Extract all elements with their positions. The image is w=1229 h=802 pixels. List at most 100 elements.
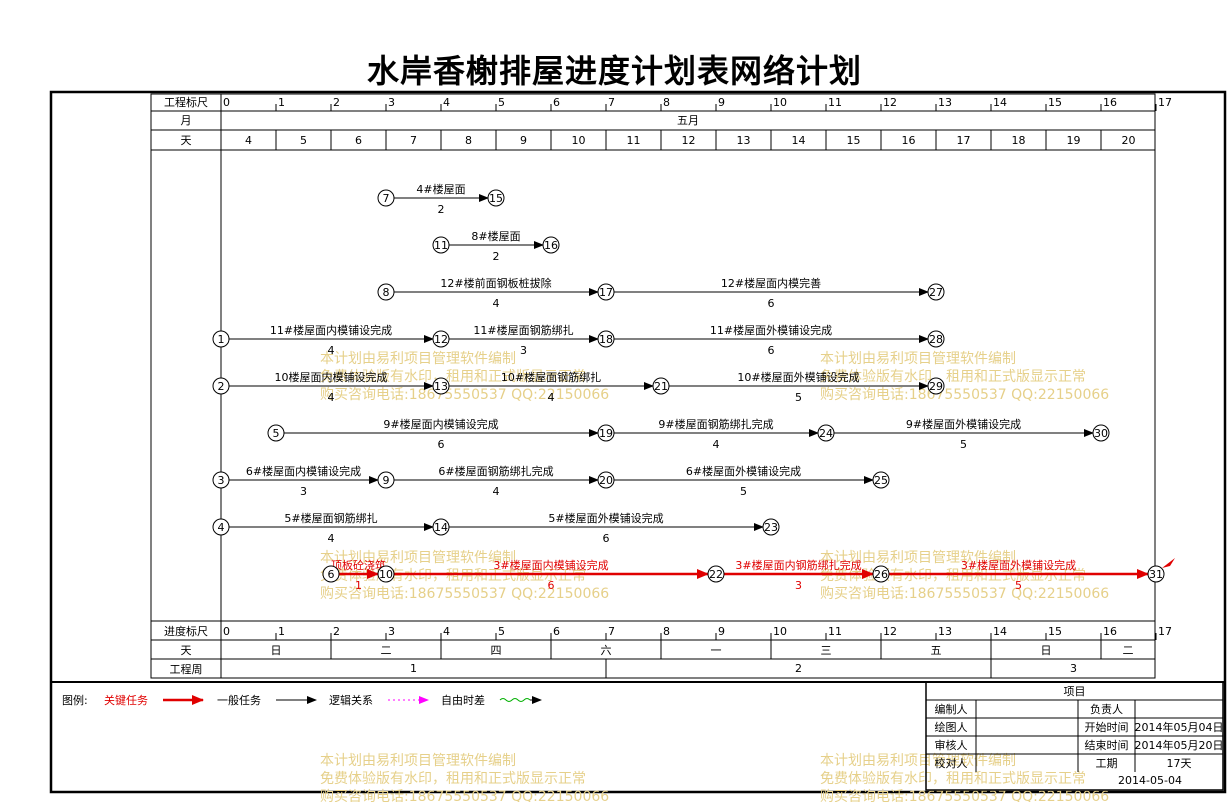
task-duration: 5 bbox=[740, 485, 747, 498]
finish-flag-icon bbox=[1162, 558, 1175, 568]
event-node[interactable] bbox=[1092, 424, 1110, 442]
scale-tick-label: 12 bbox=[883, 96, 897, 109]
event-node-number: 28 bbox=[929, 333, 943, 346]
task-duration: 4 bbox=[493, 297, 500, 310]
event-node[interactable] bbox=[927, 330, 945, 348]
event-node[interactable] bbox=[212, 330, 230, 348]
event-node[interactable] bbox=[212, 377, 230, 395]
info-label: 校对人 bbox=[935, 756, 968, 770]
scale-tick-label: 5 bbox=[498, 96, 505, 109]
task-layer: 4#楼屋面28#楼屋面212#楼前面钢板桩拔除412#楼屋面内模完善611#楼屋… bbox=[229, 182, 1149, 592]
event-node-number: 18 bbox=[599, 333, 613, 346]
event-node[interactable] bbox=[377, 471, 395, 489]
day-label: 14 bbox=[792, 134, 806, 147]
info-label: 负责人 bbox=[1090, 702, 1123, 716]
task-duration: 4 bbox=[328, 344, 335, 357]
event-node[interactable] bbox=[377, 283, 395, 301]
task-duration: 6 bbox=[768, 297, 775, 310]
legend: 图例:关键任务一般任务逻辑关系自由时差 bbox=[62, 693, 542, 707]
task-name: 10#楼屋面外模铺设完成 bbox=[737, 370, 859, 384]
watermark-text: 购买咨询电话:18675550537 QQ:22150066 bbox=[820, 387, 1109, 403]
weekday-label: 五 bbox=[931, 644, 942, 657]
event-node[interactable] bbox=[652, 377, 670, 395]
task-duration: 3 bbox=[520, 344, 527, 357]
footer-row-label: 进度标尺 bbox=[164, 624, 208, 638]
header-row-label: 工程标尺 bbox=[164, 95, 208, 109]
task-duration: 3 bbox=[300, 485, 307, 498]
event-node[interactable] bbox=[432, 377, 450, 395]
event-node[interactable] bbox=[597, 424, 615, 442]
scale-tick-label: 9 bbox=[718, 625, 725, 638]
task-duration: 4 bbox=[328, 532, 335, 545]
task-name: 4#楼屋面 bbox=[416, 182, 465, 196]
event-node[interactable] bbox=[432, 236, 450, 254]
event-node[interactable] bbox=[432, 330, 450, 348]
event-node[interactable] bbox=[707, 565, 725, 583]
task-duration: 6 bbox=[438, 438, 445, 451]
event-node-number: 8 bbox=[383, 286, 390, 299]
watermark-text: 本计划由易利项目管理软件编制 bbox=[820, 550, 1016, 566]
task-name: 11#楼屋面外模铺设完成 bbox=[710, 323, 832, 337]
scale-tick-label: 3 bbox=[388, 625, 395, 638]
scale-tick-label: 17 bbox=[1158, 625, 1172, 638]
scale-tick-label: 8 bbox=[663, 625, 670, 638]
event-node[interactable] bbox=[597, 471, 615, 489]
scale-tick-label: 0 bbox=[223, 625, 230, 638]
info-label: 审核人 bbox=[935, 738, 968, 752]
event-node[interactable] bbox=[212, 518, 230, 536]
event-node[interactable] bbox=[377, 565, 395, 583]
event-node[interactable] bbox=[597, 283, 615, 301]
event-node[interactable] bbox=[872, 565, 890, 583]
event-node[interactable] bbox=[927, 283, 945, 301]
header-row-label: 天 bbox=[181, 134, 192, 147]
event-node[interactable] bbox=[542, 236, 560, 254]
event-node-number: 20 bbox=[599, 474, 613, 487]
event-node[interactable] bbox=[267, 424, 285, 442]
event-node[interactable] bbox=[487, 189, 505, 207]
scale-tick-label: 10 bbox=[773, 96, 787, 109]
task-name: 9#楼屋面外模铺设完成 bbox=[906, 417, 1021, 431]
scale-tick-label: 14 bbox=[993, 96, 1007, 109]
day-label: 4 bbox=[245, 134, 252, 147]
task-name: 10#楼屋面钢筋绑扎 bbox=[501, 370, 601, 384]
watermark-text: 本计划由易利项目管理软件编制 bbox=[320, 351, 516, 367]
event-node[interactable] bbox=[927, 377, 945, 395]
event-node[interactable] bbox=[322, 565, 340, 583]
info-label: 绘图人 bbox=[935, 720, 968, 734]
event-node-number: 30 bbox=[1094, 427, 1108, 440]
event-node[interactable] bbox=[432, 518, 450, 536]
scale-tick-label: 12 bbox=[883, 625, 897, 638]
task-duration: 2 bbox=[438, 203, 445, 216]
watermark-text: 免费体验版有水印，租用和正式版显示正常 bbox=[820, 369, 1086, 385]
task-name: 11#楼屋面钢筋绑扎 bbox=[473, 323, 573, 337]
event-node-number: 6 bbox=[328, 568, 335, 581]
watermark-text: 本计划由易利项目管理软件编制 bbox=[820, 351, 1016, 367]
event-node[interactable] bbox=[872, 471, 890, 489]
event-node[interactable] bbox=[817, 424, 835, 442]
event-node[interactable] bbox=[212, 471, 230, 489]
task-name: 8#楼屋面 bbox=[471, 229, 520, 243]
scale-tick-label: 13 bbox=[938, 625, 952, 638]
task-duration: 5 bbox=[960, 438, 967, 451]
scale-tick-label: 13 bbox=[938, 96, 952, 109]
weekday-label: 六 bbox=[601, 644, 612, 657]
event-node[interactable] bbox=[762, 518, 780, 536]
scale-tick-label: 14 bbox=[993, 625, 1007, 638]
event-node[interactable] bbox=[1147, 565, 1165, 583]
event-node[interactable] bbox=[377, 189, 395, 207]
scale-tick-label: 17 bbox=[1158, 96, 1172, 109]
watermark-layer: 本计划由易利项目管理软件编制免费体验版有水印，租用和正式版显示正常购买咨询电话:… bbox=[320, 351, 1109, 802]
scale-tick-label: 11 bbox=[828, 625, 842, 638]
task-name: 6#楼屋面钢筋绑扎完成 bbox=[438, 464, 553, 478]
day-label: 13 bbox=[737, 134, 751, 147]
task-name: 6#楼屋面外模铺设完成 bbox=[686, 464, 801, 478]
scale-tick-label: 4 bbox=[443, 625, 450, 638]
watermark-text: 购买咨询电话:18675550537 QQ:22150066 bbox=[820, 586, 1109, 602]
info-value: 2014年05月20日 bbox=[1135, 738, 1224, 752]
event-node[interactable] bbox=[597, 330, 615, 348]
